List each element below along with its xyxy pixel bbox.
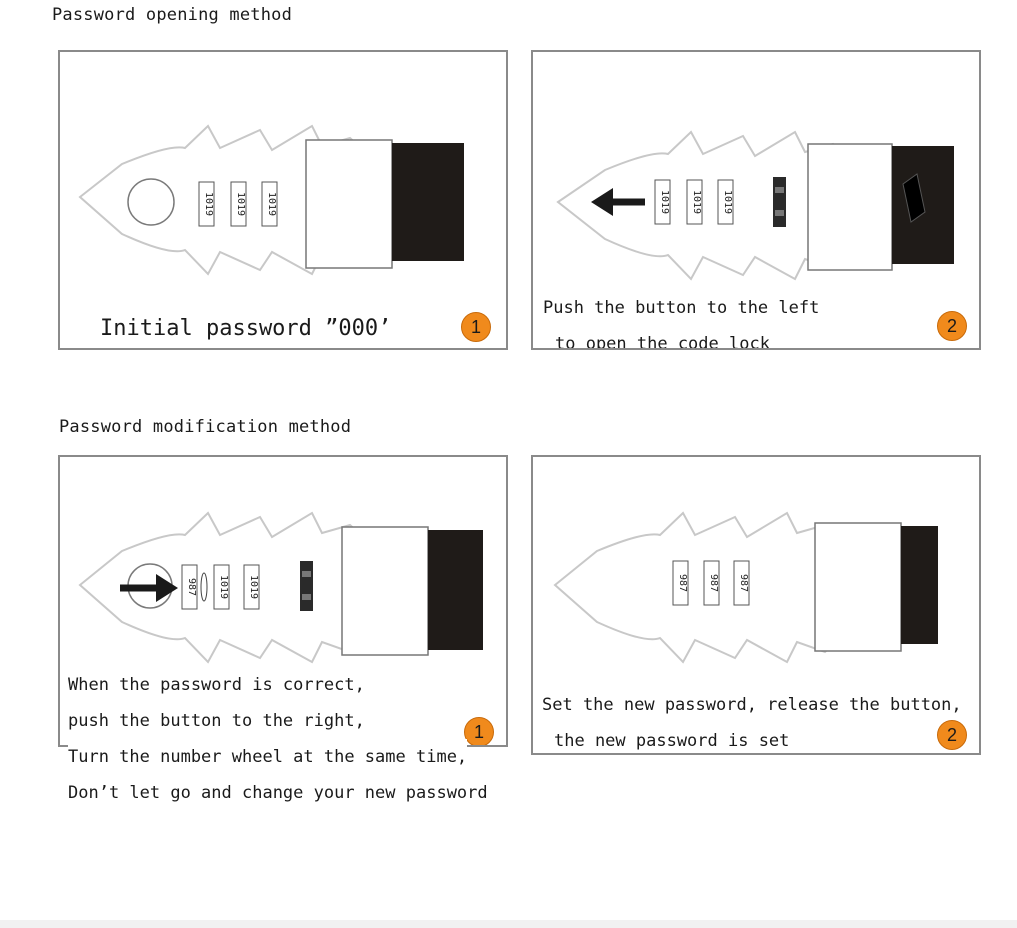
modification-instructions: When the password is correct, push the b… (68, 667, 488, 811)
number-wheel-1: 987 (186, 578, 197, 596)
key-button-icon (127, 178, 175, 226)
lock-diagram: 987 987 987 (553, 511, 938, 664)
lock-bolt-block (428, 530, 483, 650)
lock-diagram: 1019 1019 1019 (556, 130, 954, 281)
step-badge-1: 1 (461, 312, 491, 342)
number-wheel-1: 1019 (659, 190, 670, 214)
lock-shackle-housing (814, 522, 902, 652)
slide-button (773, 177, 786, 227)
lock-shackle-housing (807, 143, 893, 271)
number-wheel-3: 1019 (248, 575, 259, 599)
lock-bolt-block (392, 143, 464, 261)
number-wheel-3: 1019 (722, 190, 733, 214)
number-wheel-2: 1019 (691, 190, 702, 214)
panel-caption: Initial password ”000’ (100, 316, 392, 341)
arrow-right-icon (156, 574, 178, 602)
number-wheel-2: 987 (708, 574, 719, 592)
lock-shackle-housing (341, 526, 429, 656)
modification-method-heading: Password modification method (59, 417, 352, 437)
page-bottom-strip (0, 920, 1017, 928)
panel-caption: Set the new password, release the button… (542, 687, 962, 753)
number-wheel-2: 1019 (218, 575, 229, 599)
panel-caption: Push the button to the left to open the … (543, 290, 820, 348)
lock-shackle-housing (305, 139, 393, 269)
opening-method-heading: Password opening method (52, 5, 293, 25)
number-wheel-1: 1019 (203, 192, 214, 216)
step-badge-2: 2 (937, 311, 967, 341)
lock-diagram: 1019 1019 1019 (78, 124, 464, 276)
lock-diagram: 987 1019 1019 (78, 511, 483, 664)
lock-bolt-block (901, 526, 938, 644)
step-badge-2: 2 (937, 720, 967, 750)
number-wheel-3: 987 (738, 574, 749, 592)
number-wheel-2: 1019 (235, 192, 246, 216)
number-wheel-3: 1019 (266, 192, 277, 216)
slide-button (300, 561, 313, 611)
panel-opening-step-2: 1019 1019 1019 Push the button to the le… (531, 50, 981, 350)
panel-opening-step-1: 1019 1019 1019 Initial password ”000’ 1 (58, 50, 508, 350)
panel-modification-step-2: 987 987 987 Set the new password, releas… (531, 455, 981, 755)
step-badge-1: 1 (464, 717, 494, 745)
number-wheel-1: 987 (677, 574, 688, 592)
arrow-left-icon (591, 188, 613, 216)
rotate-wheel-icon (200, 572, 208, 602)
